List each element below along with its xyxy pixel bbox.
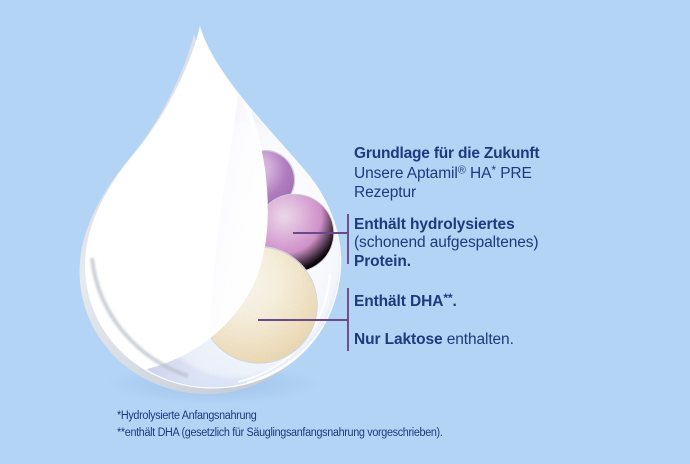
callout-protein-line1: Enthält hydrolysiertes xyxy=(354,216,515,233)
callout-protein-line3: Protein. xyxy=(354,252,411,270)
droplet-outline xyxy=(84,25,342,389)
callout-sub-future-line2: Rezeptur xyxy=(354,183,417,201)
callout-sub-future-line1: Unsere Aptamil® HA* PRE xyxy=(354,163,539,184)
footnote-2: **enthält DHA (gesetzlich für Säuglingsa… xyxy=(117,426,443,439)
callout-dha-text: Enthält DHA xyxy=(354,293,444,311)
callout-laktose: Nur Laktose enthalten. xyxy=(354,331,514,349)
callout-laktose-bold: Nur Laktose xyxy=(354,331,443,348)
droplet-body-group xyxy=(79,25,342,394)
callout-heading-future: Grundlage für die Zukunft xyxy=(354,145,540,162)
registered-trademark-icon: ® xyxy=(457,164,466,177)
footnotes: *Hydrolysierte Anfangsnahrung **enthält … xyxy=(117,408,443,441)
footnote-double-star-icon: ** xyxy=(443,291,453,305)
footnote-1: *Hydrolysierte Anfangsnahrung xyxy=(117,410,257,422)
callout-grundlage-zukunft: Grundlage für die Zukunft Unsere Aptamil… xyxy=(354,145,540,202)
callout-protein-line2: (schonend aufgespaltenes) xyxy=(354,234,539,252)
callout-sub-future-line1-b: HA xyxy=(465,165,492,183)
callout-sub-future-line1-c: PRE xyxy=(495,165,532,183)
callout-dha: Enthält DHA**. xyxy=(354,291,457,312)
callout-protein: Enthält hydrolysiertes (schonend aufgesp… xyxy=(354,216,539,271)
callout-laktose-regular: enthalten. xyxy=(442,331,514,348)
cut-edge-sparkle-left xyxy=(90,257,189,378)
connector-lines-group xyxy=(258,214,349,351)
callout-dha-period: . xyxy=(452,293,457,311)
footnote-star-icon: * xyxy=(491,163,496,178)
callout-sub-future-line1-a: Unsere Aptamil xyxy=(354,165,458,183)
